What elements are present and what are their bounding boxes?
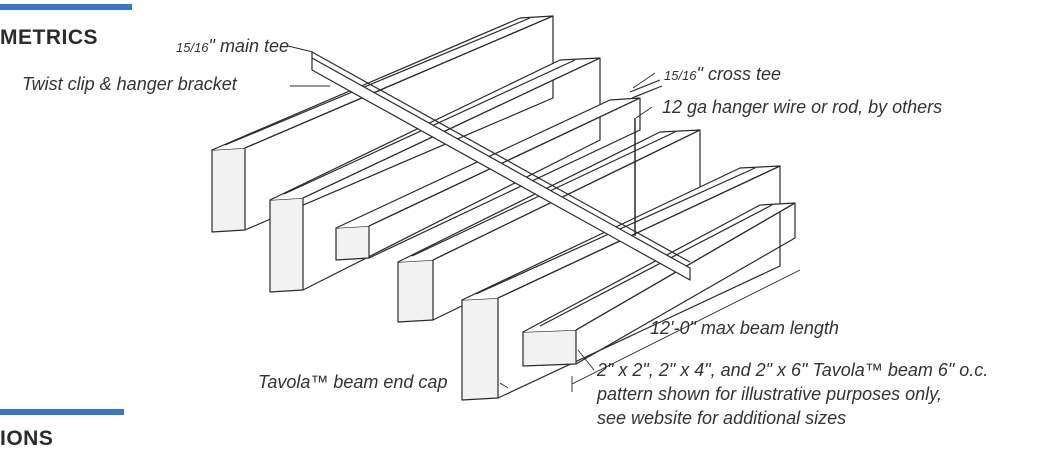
- leader-line: [287, 45, 314, 53]
- tavola-beam: [211, 15, 554, 233]
- beam-sizes-label-line-2: pattern shown for illustrative purposes …: [597, 384, 942, 404]
- leader-line: [499, 382, 509, 389]
- beam-sizes-label-line-3: see website for additional sizes: [597, 408, 847, 428]
- max-beam-length-label: 12'-0" max beam length: [650, 318, 839, 338]
- cross-tee: [629, 79, 663, 99]
- main-tee: [311, 51, 691, 281]
- ceiling-system-diagram: [211, 15, 801, 401]
- leader-line: [632, 72, 656, 89]
- end-cap-label: Tavola™ beam end cap: [258, 372, 448, 392]
- header-accent-bar: [0, 4, 132, 10]
- twist-clip-label: Twist clip & hanger bracket: [22, 74, 237, 94]
- cross-tee-label: 15/16" cross tee: [664, 64, 781, 84]
- hanger-wire-label: 12 ga hanger wire or rod, by others: [662, 97, 943, 117]
- header-accent-bar: [0, 409, 124, 415]
- dimension-line: [571, 269, 801, 385]
- tavola-beam: [397, 129, 701, 323]
- main-tee-label: 15/16" main tee: [176, 36, 289, 56]
- leader-line: [635, 106, 653, 119]
- section-heading-metrics: METRICS: [0, 26, 98, 49]
- leader-line: [577, 349, 595, 371]
- beam-sizes-label-line-1: 2" x 2", 2" x 4", and 2" x 6" Tavola™ be…: [597, 360, 989, 380]
- tavola-beam: [522, 202, 796, 367]
